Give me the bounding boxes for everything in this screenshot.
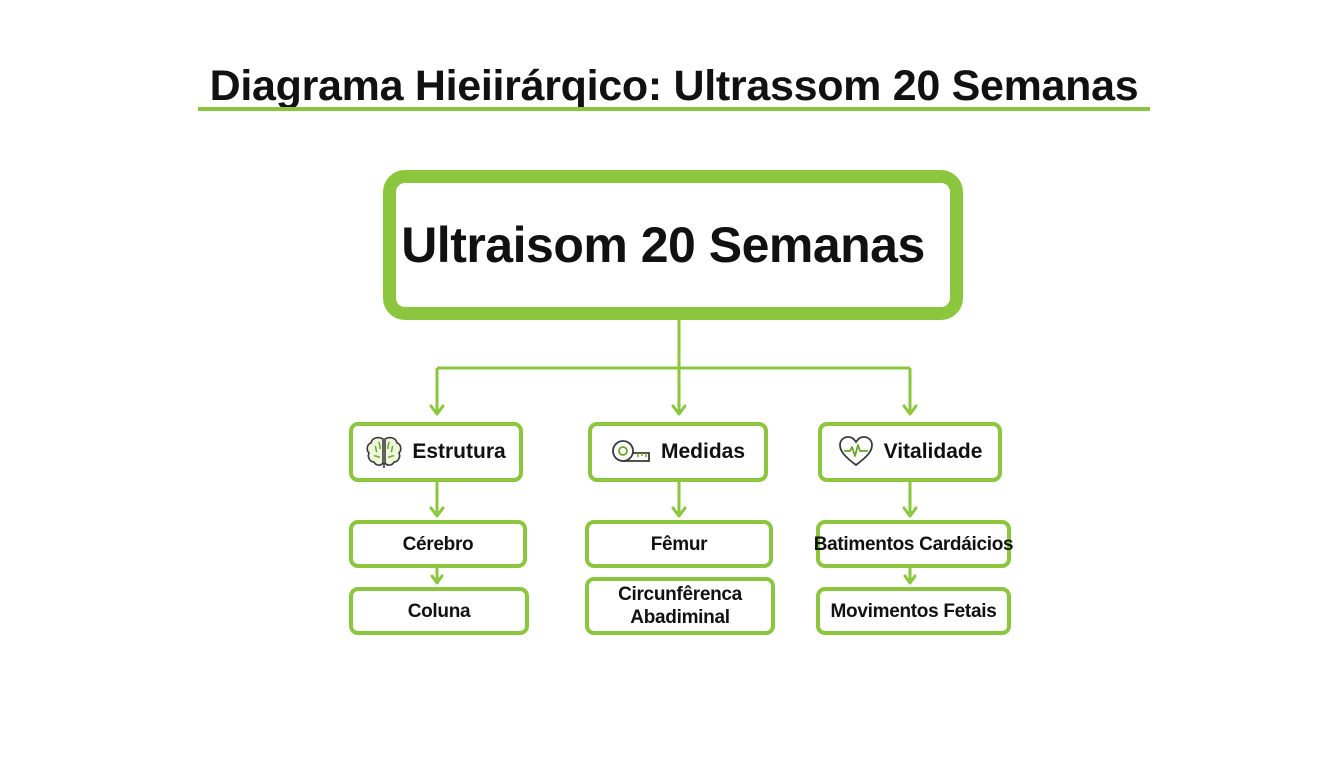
arrowhead-medidas xyxy=(671,404,687,416)
leaf-label: Circunfêrenca Abadiminal xyxy=(618,584,742,628)
measuring-tape-icon xyxy=(611,437,651,467)
leaf-femur: Fêmur xyxy=(585,520,773,568)
leaf-label: Movimentos Fetais xyxy=(830,600,997,622)
arrowhead-batimentos xyxy=(902,506,918,518)
page-title: Diagrama Hieiirárqico: Ultrassom 20 Sema… xyxy=(209,62,1139,110)
title-underline xyxy=(198,107,1150,111)
leaf-batimentos-cardiacos: Batimentos Cardáicios xyxy=(813,520,1014,568)
arrowhead-movimentos xyxy=(903,574,917,585)
arrowhead-femur xyxy=(671,506,687,518)
root-node: Ultraisom 20 Semanas xyxy=(383,170,963,320)
leaf-movimentos-fetais: Movimentos Fetais xyxy=(816,587,1011,635)
leaf-circunferencia-abdominal: Circunfêrenca Abadiminal xyxy=(585,577,775,635)
brain-icon xyxy=(366,435,402,469)
leaf-cerebro: Cérebro xyxy=(349,520,527,568)
root-label: Ultraisom 20 Semanas xyxy=(401,217,925,273)
arrowhead-estrutura xyxy=(429,404,445,416)
leaf-label: Cérebro xyxy=(402,533,474,555)
arrowhead-cerebro xyxy=(429,506,445,518)
leaf-label: Coluna xyxy=(407,600,471,622)
category-label: Estrutura xyxy=(412,440,506,463)
category-label: Vitalidade xyxy=(883,440,983,463)
heartbeat-icon xyxy=(838,436,874,468)
leaf-coluna: Coluna xyxy=(349,587,529,635)
category-medidas: Medidas xyxy=(588,422,768,482)
leaf-label: Fêmur xyxy=(650,533,708,555)
leaf-label: Batimentos Cardáicios xyxy=(813,533,1014,555)
category-estrutura: Estrutura xyxy=(349,422,523,482)
category-vitalidade: Vitalidade xyxy=(818,422,1002,482)
category-label: Medidas xyxy=(660,440,746,463)
arrowhead-coluna xyxy=(430,574,444,585)
arrowhead-vitalidade xyxy=(902,404,918,416)
